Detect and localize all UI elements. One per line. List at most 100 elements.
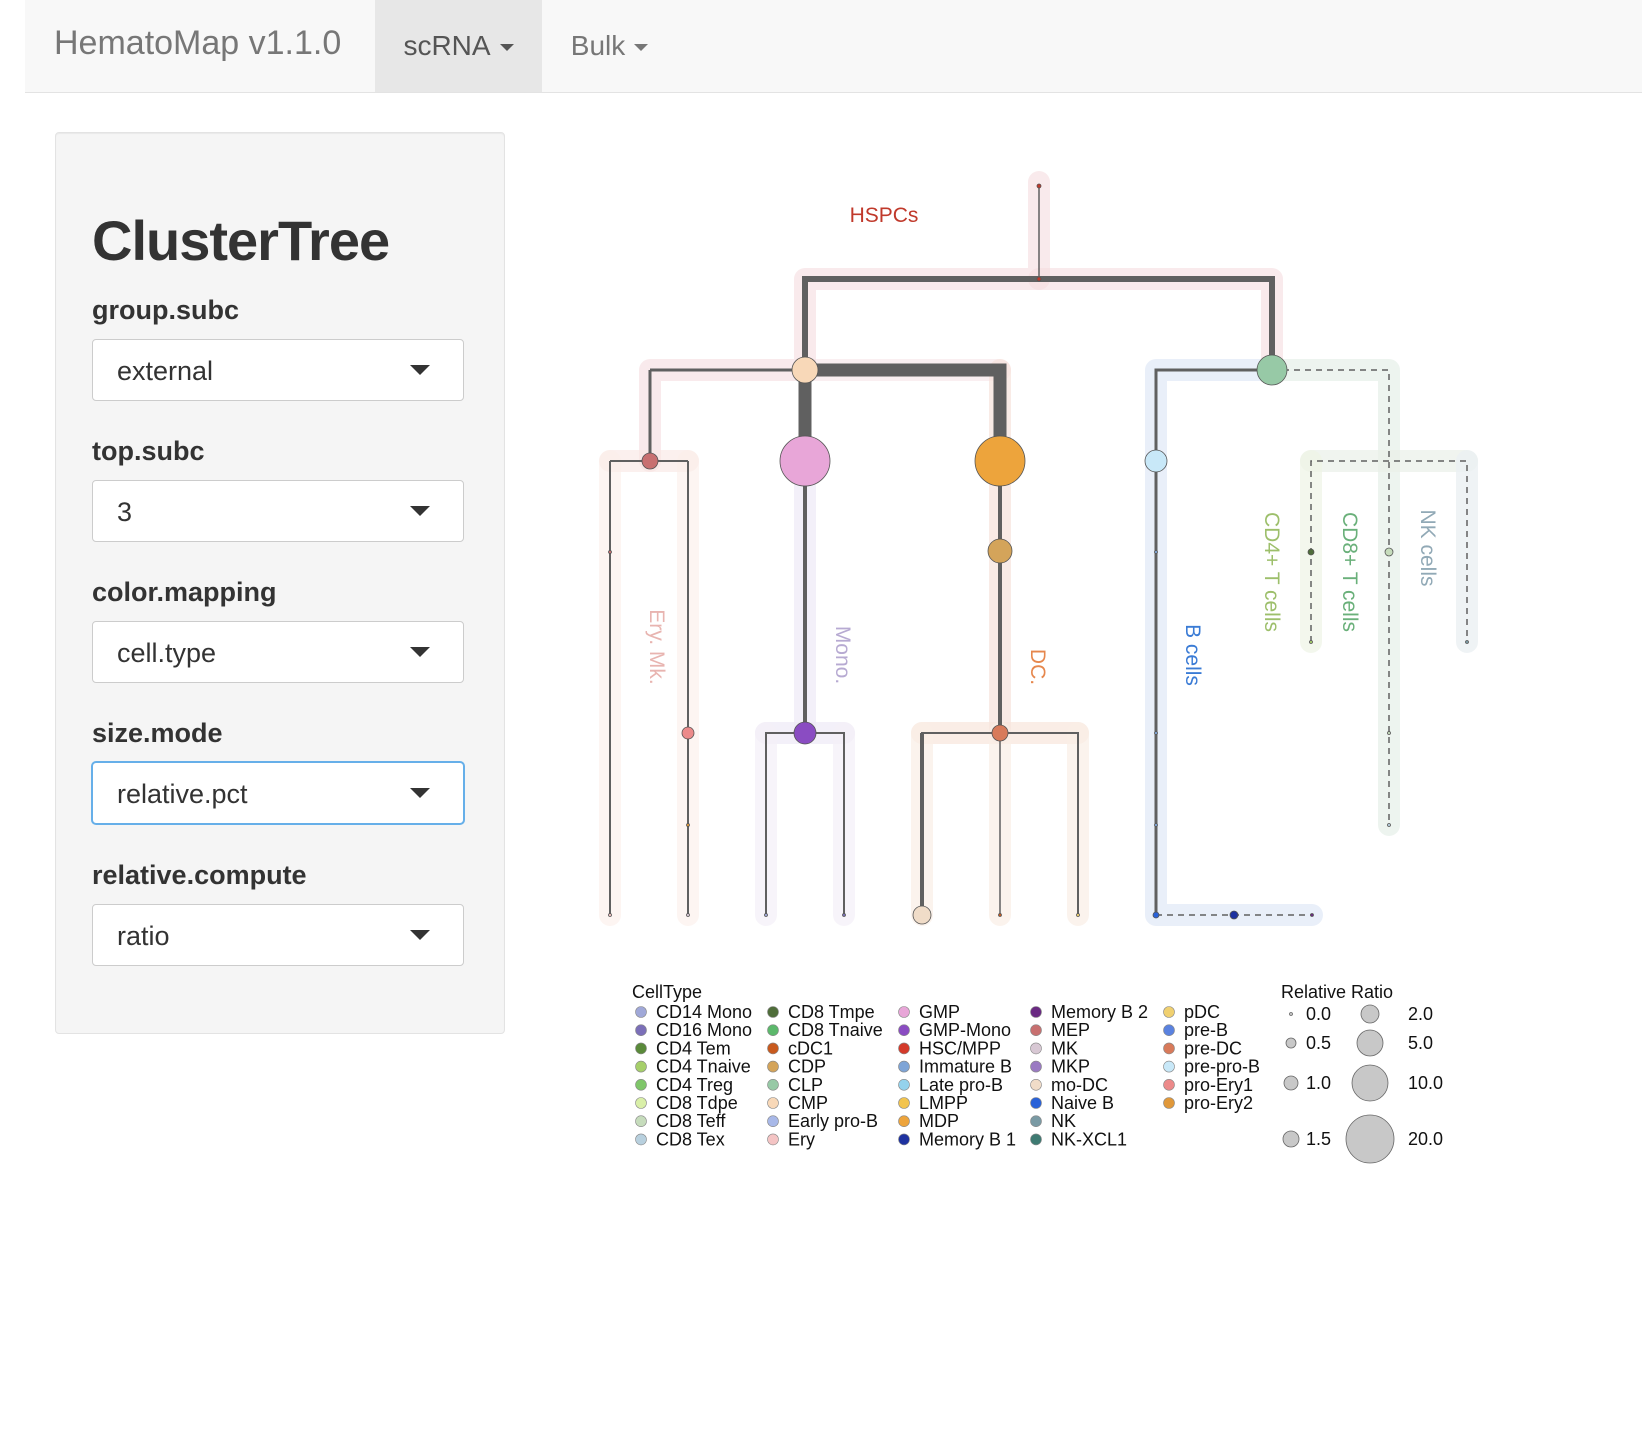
tree-node[interactable]: [1387, 731, 1391, 735]
celltype-legend-label: MKP: [1051, 1057, 1090, 1077]
nav-menu-bulk-label: Bulk: [570, 30, 626, 61]
celltype-legend-key: [767, 1024, 779, 1036]
group-label-ery-mk: Ery. Mk.: [645, 609, 668, 684]
tree-node[interactable]: [1229, 910, 1239, 920]
celltype-legend-label: CMP: [788, 1093, 828, 1113]
celltype-legend-key: [767, 1115, 779, 1127]
celltype-legend-key: [635, 1060, 647, 1073]
color-mapping-select[interactable]: cell.type: [92, 621, 464, 683]
size-legend-key: [1356, 1029, 1384, 1057]
tree-node[interactable]: [1387, 823, 1391, 827]
tree-node[interactable]: [1310, 913, 1314, 917]
celltype-legend-key: [767, 1060, 779, 1073]
dropdown-arrow-icon: [410, 365, 430, 375]
celltype-legend-label: CDP: [788, 1057, 826, 1077]
celltype-legend-key: [898, 1097, 910, 1109]
tree-node[interactable]: [1076, 913, 1080, 917]
celltype-legend-key: [1163, 1024, 1175, 1036]
tree-node[interactable]: [1154, 731, 1158, 735]
celltype-legend-key: [898, 1133, 910, 1146]
celltype-legend-key: [1030, 1079, 1042, 1091]
tree-node[interactable]: [1036, 276, 1042, 282]
tree-node[interactable]: [998, 913, 1002, 917]
size-legend-label: 2.0: [1408, 1004, 1433, 1024]
celltype-legend-label: MK: [1051, 1038, 1078, 1058]
nav-menu-scrna[interactable]: scRNA: [375, 0, 542, 92]
tree-node[interactable]: [1154, 823, 1158, 827]
tree-node[interactable]: [987, 538, 1013, 564]
brand-title[interactable]: HematoMap v1.1.0: [54, 24, 342, 62]
panel-title: ClusterTree: [92, 209, 390, 272]
top-subc-select[interactable]: 3: [92, 480, 464, 542]
celltype-legend-label: CLP: [788, 1075, 823, 1095]
dropdown-arrow-icon: [410, 788, 430, 798]
celltype-legend-key: [1030, 1133, 1042, 1146]
tree-node[interactable]: [912, 905, 932, 925]
tree-node[interactable]: [791, 356, 819, 384]
tree-node[interactable]: [1307, 548, 1315, 556]
celltype-legend-key: [1030, 1006, 1042, 1018]
tree-node[interactable]: [974, 435, 1026, 487]
tree-node[interactable]: [1036, 183, 1042, 189]
tree-node[interactable]: [1384, 547, 1394, 557]
celltype-legend-label: MEP: [1051, 1020, 1090, 1040]
top-subc-value: 3: [117, 497, 133, 527]
celltype-legend-key: [1030, 1042, 1042, 1055]
nav-menu-bulk[interactable]: Bulk: [542, 0, 677, 92]
size-legend-key: [1282, 1130, 1300, 1148]
celltype-legend-key: [635, 1079, 647, 1091]
celltype-legend-key: [767, 1042, 779, 1055]
tree-node[interactable]: [1154, 550, 1158, 554]
top-subc-label: top.subc: [92, 436, 205, 466]
celltype-legend-label: cDC1: [788, 1038, 833, 1058]
tree-node[interactable]: [1256, 354, 1288, 386]
celltype-legend-label: CD4 Tem: [656, 1038, 731, 1058]
size-legend-key: [1351, 1064, 1389, 1102]
size-mode-select[interactable]: relative.pct: [92, 762, 464, 824]
celltype-legend-label: pro-Ery1: [1184, 1075, 1253, 1095]
group-label-cd8-t-cells: CD8+ T cells: [1338, 512, 1361, 632]
celltype-legend-label: CD8 Tmpe: [788, 1002, 875, 1022]
celltype-legend-label: pDC: [1184, 1002, 1220, 1022]
celltype-legend-key: [898, 1079, 910, 1091]
tree-node[interactable]: [681, 726, 695, 740]
tree-node[interactable]: [1152, 911, 1160, 919]
tree-node[interactable]: [1144, 449, 1168, 473]
celltype-legend-key: [898, 1060, 910, 1073]
celltype-legend-key: [1163, 1060, 1175, 1073]
tree-node[interactable]: [1465, 640, 1469, 644]
tree-node[interactable]: [686, 913, 690, 917]
tree-node[interactable]: [686, 823, 690, 827]
tree-node[interactable]: [764, 913, 768, 917]
group-subc-select[interactable]: external: [92, 339, 464, 401]
tree-node[interactable]: [793, 721, 817, 745]
size-legend-title: Relative Ratio: [1281, 982, 1393, 1002]
color-mapping-label: color.mapping: [92, 577, 277, 607]
tree-node[interactable]: [779, 435, 831, 487]
size-mode-label: size.mode: [92, 718, 223, 748]
tree-node[interactable]: [991, 724, 1009, 742]
size-legend-label: 1.5: [1306, 1129, 1331, 1149]
celltype-legend-label: Late pro-B: [919, 1075, 1003, 1095]
celltype-legend-key: [1030, 1115, 1042, 1127]
tree-node[interactable]: [641, 452, 659, 470]
celltype-legend-label: HSC/MPP: [919, 1038, 1001, 1058]
celltype-legend-label: Memory B 1: [919, 1129, 1016, 1149]
size-legend-key: [1285, 1037, 1297, 1049]
tree-node[interactable]: [608, 550, 612, 554]
celltype-legend-key: [898, 1024, 910, 1036]
celltype-legend-key: [635, 1006, 647, 1018]
celltype-legend-label: Early pro-B: [788, 1111, 878, 1131]
celltype-legend-label: CD8 Teff: [656, 1111, 726, 1131]
celltype-legend-label: CD8 Tex: [656, 1129, 725, 1149]
tree-node[interactable]: [1309, 640, 1313, 644]
relative-compute-select[interactable]: ratio: [92, 904, 464, 966]
group-label-dc: DC.: [1026, 649, 1049, 685]
celltype-legend-key: [898, 1115, 910, 1127]
tree-node[interactable]: [842, 913, 846, 917]
celltype-legend-key: [1163, 1006, 1175, 1018]
celltype-legend-label: pro-Ery2: [1184, 1093, 1253, 1113]
celltype-legend-label: pre-B: [1184, 1020, 1228, 1040]
tree-node[interactable]: [608, 913, 612, 917]
